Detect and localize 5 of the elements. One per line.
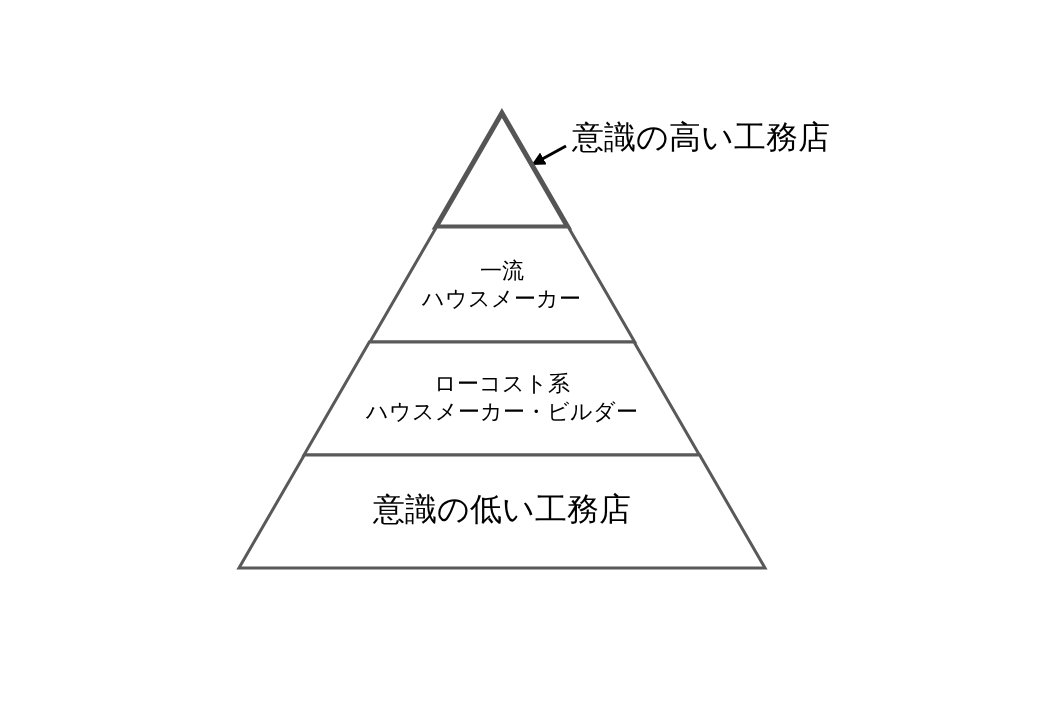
tier-label: 一流ハウスメーカー xyxy=(421,257,583,312)
tier-label: ローコスト系ハウスメーカー・ビルダー xyxy=(365,370,639,425)
callout-label: 意識の高い工務店 xyxy=(572,117,831,157)
arrow xyxy=(531,144,567,166)
tier-label: 意識の低い工務店 xyxy=(372,489,632,529)
